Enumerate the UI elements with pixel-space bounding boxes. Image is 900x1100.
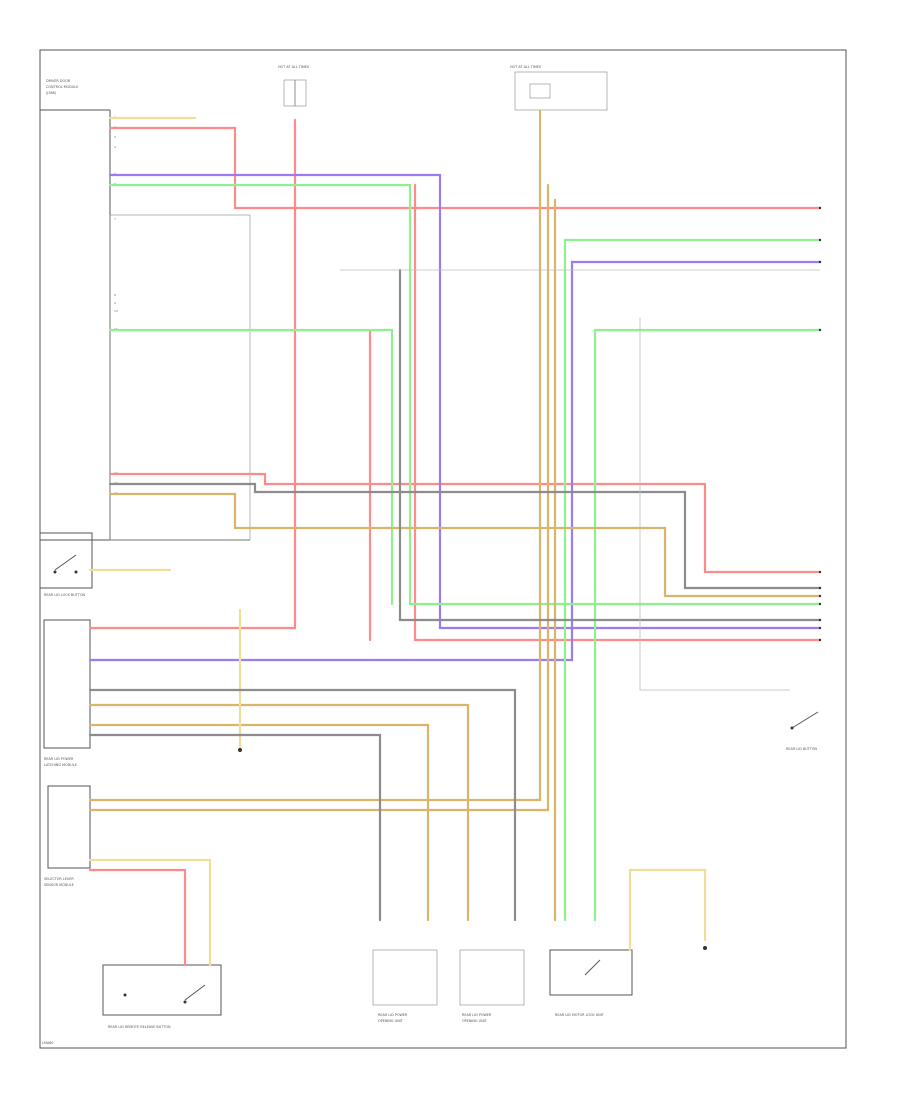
drivers-door-control-module: DRIVER DOOR CONTROL MODULE (J386) 12 34 …	[40, 79, 251, 541]
rear-lid-power-latching-module: REAR LID POWER LATCHING MODULE	[43, 619, 91, 767]
wire-yellow-4	[628, 868, 707, 942]
rear-lid-remote-release-button: REAR LID REMOTE RELEASE BUTTON	[102, 964, 222, 1029]
svg-text:DRIVER DOOR: DRIVER DOOR	[46, 79, 71, 83]
diagram-footer-label: LMA60	[42, 1041, 53, 1045]
wire-violet-2	[88, 260, 822, 662]
svg-text:OPENING UNIT: OPENING UNIT	[462, 1019, 488, 1023]
svg-text:CONTROL MODULE: CONTROL MODULE	[46, 85, 78, 89]
wire-gray-1	[108, 482, 822, 590]
wire-violet-1	[108, 173, 822, 630]
wire-red-3	[88, 118, 297, 630]
wire-red-1	[108, 126, 822, 210]
wire-gray-4	[398, 268, 822, 622]
svg-text:4: 4	[114, 145, 116, 149]
svg-text:OPENING UNIT: OPENING UNIT	[378, 1019, 404, 1023]
ground-symbols	[238, 748, 707, 950]
wire-tan-1	[88, 158, 542, 802]
rear-lid-button-right: REAR LID BUTTON	[786, 711, 819, 751]
svg-text:REAR LID POWER: REAR LID POWER	[462, 1013, 492, 1017]
svg-text:SENSOR MODULE: SENSOR MODULE	[44, 883, 74, 887]
rear-lid-power-opening-unit-right: REAR LID POWER OPENING UNIT	[459, 949, 525, 1023]
rear-lid-lock-button: REAR LID LOCK BUTTON	[39, 532, 93, 597]
svg-text:REAR LID POWER: REAR LID POWER	[378, 1013, 408, 1017]
rear-lid-power-opening-unit-left: REAR LID POWER OPENING UNIT	[372, 949, 438, 1023]
wire-pink-1	[88, 868, 187, 967]
svg-text:LATCHING MODULE: LATCHING MODULE	[44, 763, 77, 767]
connector-terminals	[818, 206, 822, 642]
svg-text:9: 9	[114, 301, 116, 305]
wire-gray-2	[88, 688, 517, 922]
wire-gray-3	[88, 733, 382, 922]
svg-text:REAR LID REMOTE RELEASE BUTTON: REAR LID REMOTE RELEASE BUTTON	[108, 1025, 171, 1029]
wire-green-4	[593, 328, 822, 922]
wire-yellow-6	[88, 858, 212, 967]
svg-text:HOT AT ALL TIMES: HOT AT ALL TIMES	[278, 65, 309, 69]
rear-lid-motor-lock-unit: REAR LID MOTOR LOCK UNIT	[549, 949, 633, 1017]
wire-tan-4	[108, 492, 822, 598]
wire-red-4	[413, 183, 822, 642]
svg-text:REAR LID BUTTON: REAR LID BUTTON	[786, 747, 817, 751]
wire-tan-6	[88, 723, 430, 922]
svg-text:HOT AT ALL TIMES: HOT AT ALL TIMES	[510, 65, 541, 69]
wires	[88, 116, 822, 967]
svg-text:7: 7	[114, 217, 116, 221]
svg-text:SELECTOR LEVER: SELECTOR LEVER	[44, 877, 74, 881]
hot-at-all-times-fuse-left: HOT AT ALL TIMES	[278, 65, 309, 107]
wire-green-1	[108, 183, 822, 606]
wire-tan-2	[88, 183, 550, 812]
wire-red-2	[108, 472, 822, 574]
svg-text:(J386): (J386)	[46, 91, 57, 95]
svg-text:3: 3	[114, 135, 116, 139]
wire-tan-5	[88, 703, 470, 922]
wire-green-3	[563, 238, 822, 922]
wire-thin-2	[639, 318, 790, 691]
hot-at-all-times-fuse-center: HOT AT ALL TIMES	[510, 65, 608, 160]
svg-text:REAR LID POWER: REAR LID POWER	[44, 757, 74, 761]
svg-text:8: 8	[114, 293, 116, 297]
svg-text:REAR LID LOCK BUTTON: REAR LID LOCK BUTTON	[44, 593, 85, 597]
wire-green-2	[108, 328, 394, 606]
svg-text:REAR LID MOTOR LOCK UNIT: REAR LID MOTOR LOCK UNIT	[555, 1013, 605, 1017]
selector-lever-sensor-module: SELECTOR LEVER SENSOR MODULE	[44, 785, 91, 887]
svg-text:10: 10	[114, 309, 118, 313]
diagram-frame	[39, 49, 847, 1049]
